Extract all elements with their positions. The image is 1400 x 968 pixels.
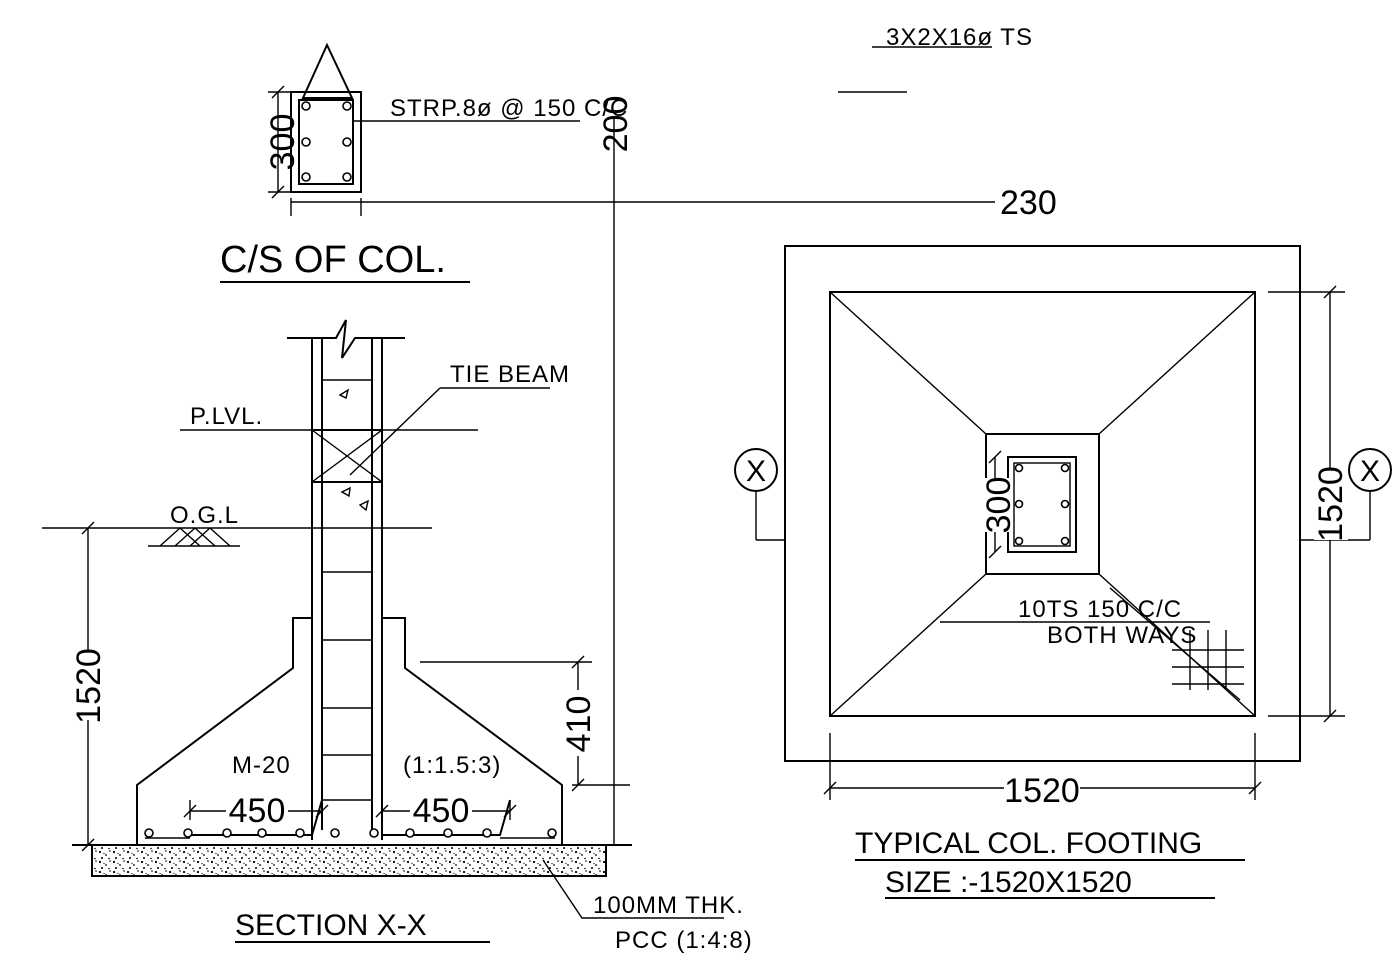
plan-title-2: SIZE :-1520X1520: [885, 866, 1132, 899]
plan-title-1: TYPICAL COL. FOOTING: [855, 827, 1202, 860]
rebar-note-2: BOTH WAYS: [1047, 622, 1197, 649]
col-depth-dim: 300: [264, 114, 302, 171]
grade-label: M-20: [232, 752, 291, 779]
section-title: SECTION X-X: [235, 909, 427, 942]
stirrup: [298, 99, 354, 185]
depth-dim: 1520: [70, 648, 108, 724]
ogl-label: O.G.L: [170, 502, 239, 529]
section-xx: TIE BEAM P.LVL. O.G.L: [42, 319, 753, 954]
plan-side-dim: 1520: [1312, 466, 1350, 542]
tie-beam-label: TIE BEAM: [450, 361, 570, 388]
mix-label: (1:1.5:3): [403, 752, 501, 779]
offset-right-dim: 450: [413, 792, 470, 830]
ts-note: 3X2X16ø TS: [838, 24, 1032, 93]
column-cross-section: 300 230 STRP.8ø @ 150 C/C 200 C/S OF COL…: [220, 42, 1057, 845]
stirrup-hook: [301, 42, 354, 99]
pcc-bed: [91, 844, 607, 877]
pcc-thk-label: 100MM THK.: [593, 892, 744, 919]
stirrup-note: STRP.8ø @ 150 C/C: [390, 95, 628, 122]
plan-col-dim: 300: [980, 477, 1018, 534]
height-dim: 410: [560, 696, 598, 753]
footing-plan: 300 X X 1520 1520 10TS 150 C/C: [734, 245, 1392, 899]
offset-left-dim: 450: [229, 792, 286, 830]
rebar-note-1: 10TS 150 C/C: [1018, 596, 1182, 623]
footing-outline: [829, 291, 1256, 717]
plinth-level-label: P.LVL.: [190, 403, 263, 430]
col-width-dim: 200: [597, 96, 635, 153]
pcc-outline: [784, 245, 1301, 762]
col-length-dim: 230: [1000, 184, 1057, 222]
marker-left: X: [746, 455, 766, 488]
column-outline: [290, 91, 362, 193]
pcc-mix-label: PCC (1:4:8): [615, 927, 753, 954]
plan-bottom-dim: 1520: [1004, 772, 1080, 810]
cs-title: C/S OF COL.: [220, 239, 446, 281]
marker-right: X: [1360, 455, 1380, 488]
